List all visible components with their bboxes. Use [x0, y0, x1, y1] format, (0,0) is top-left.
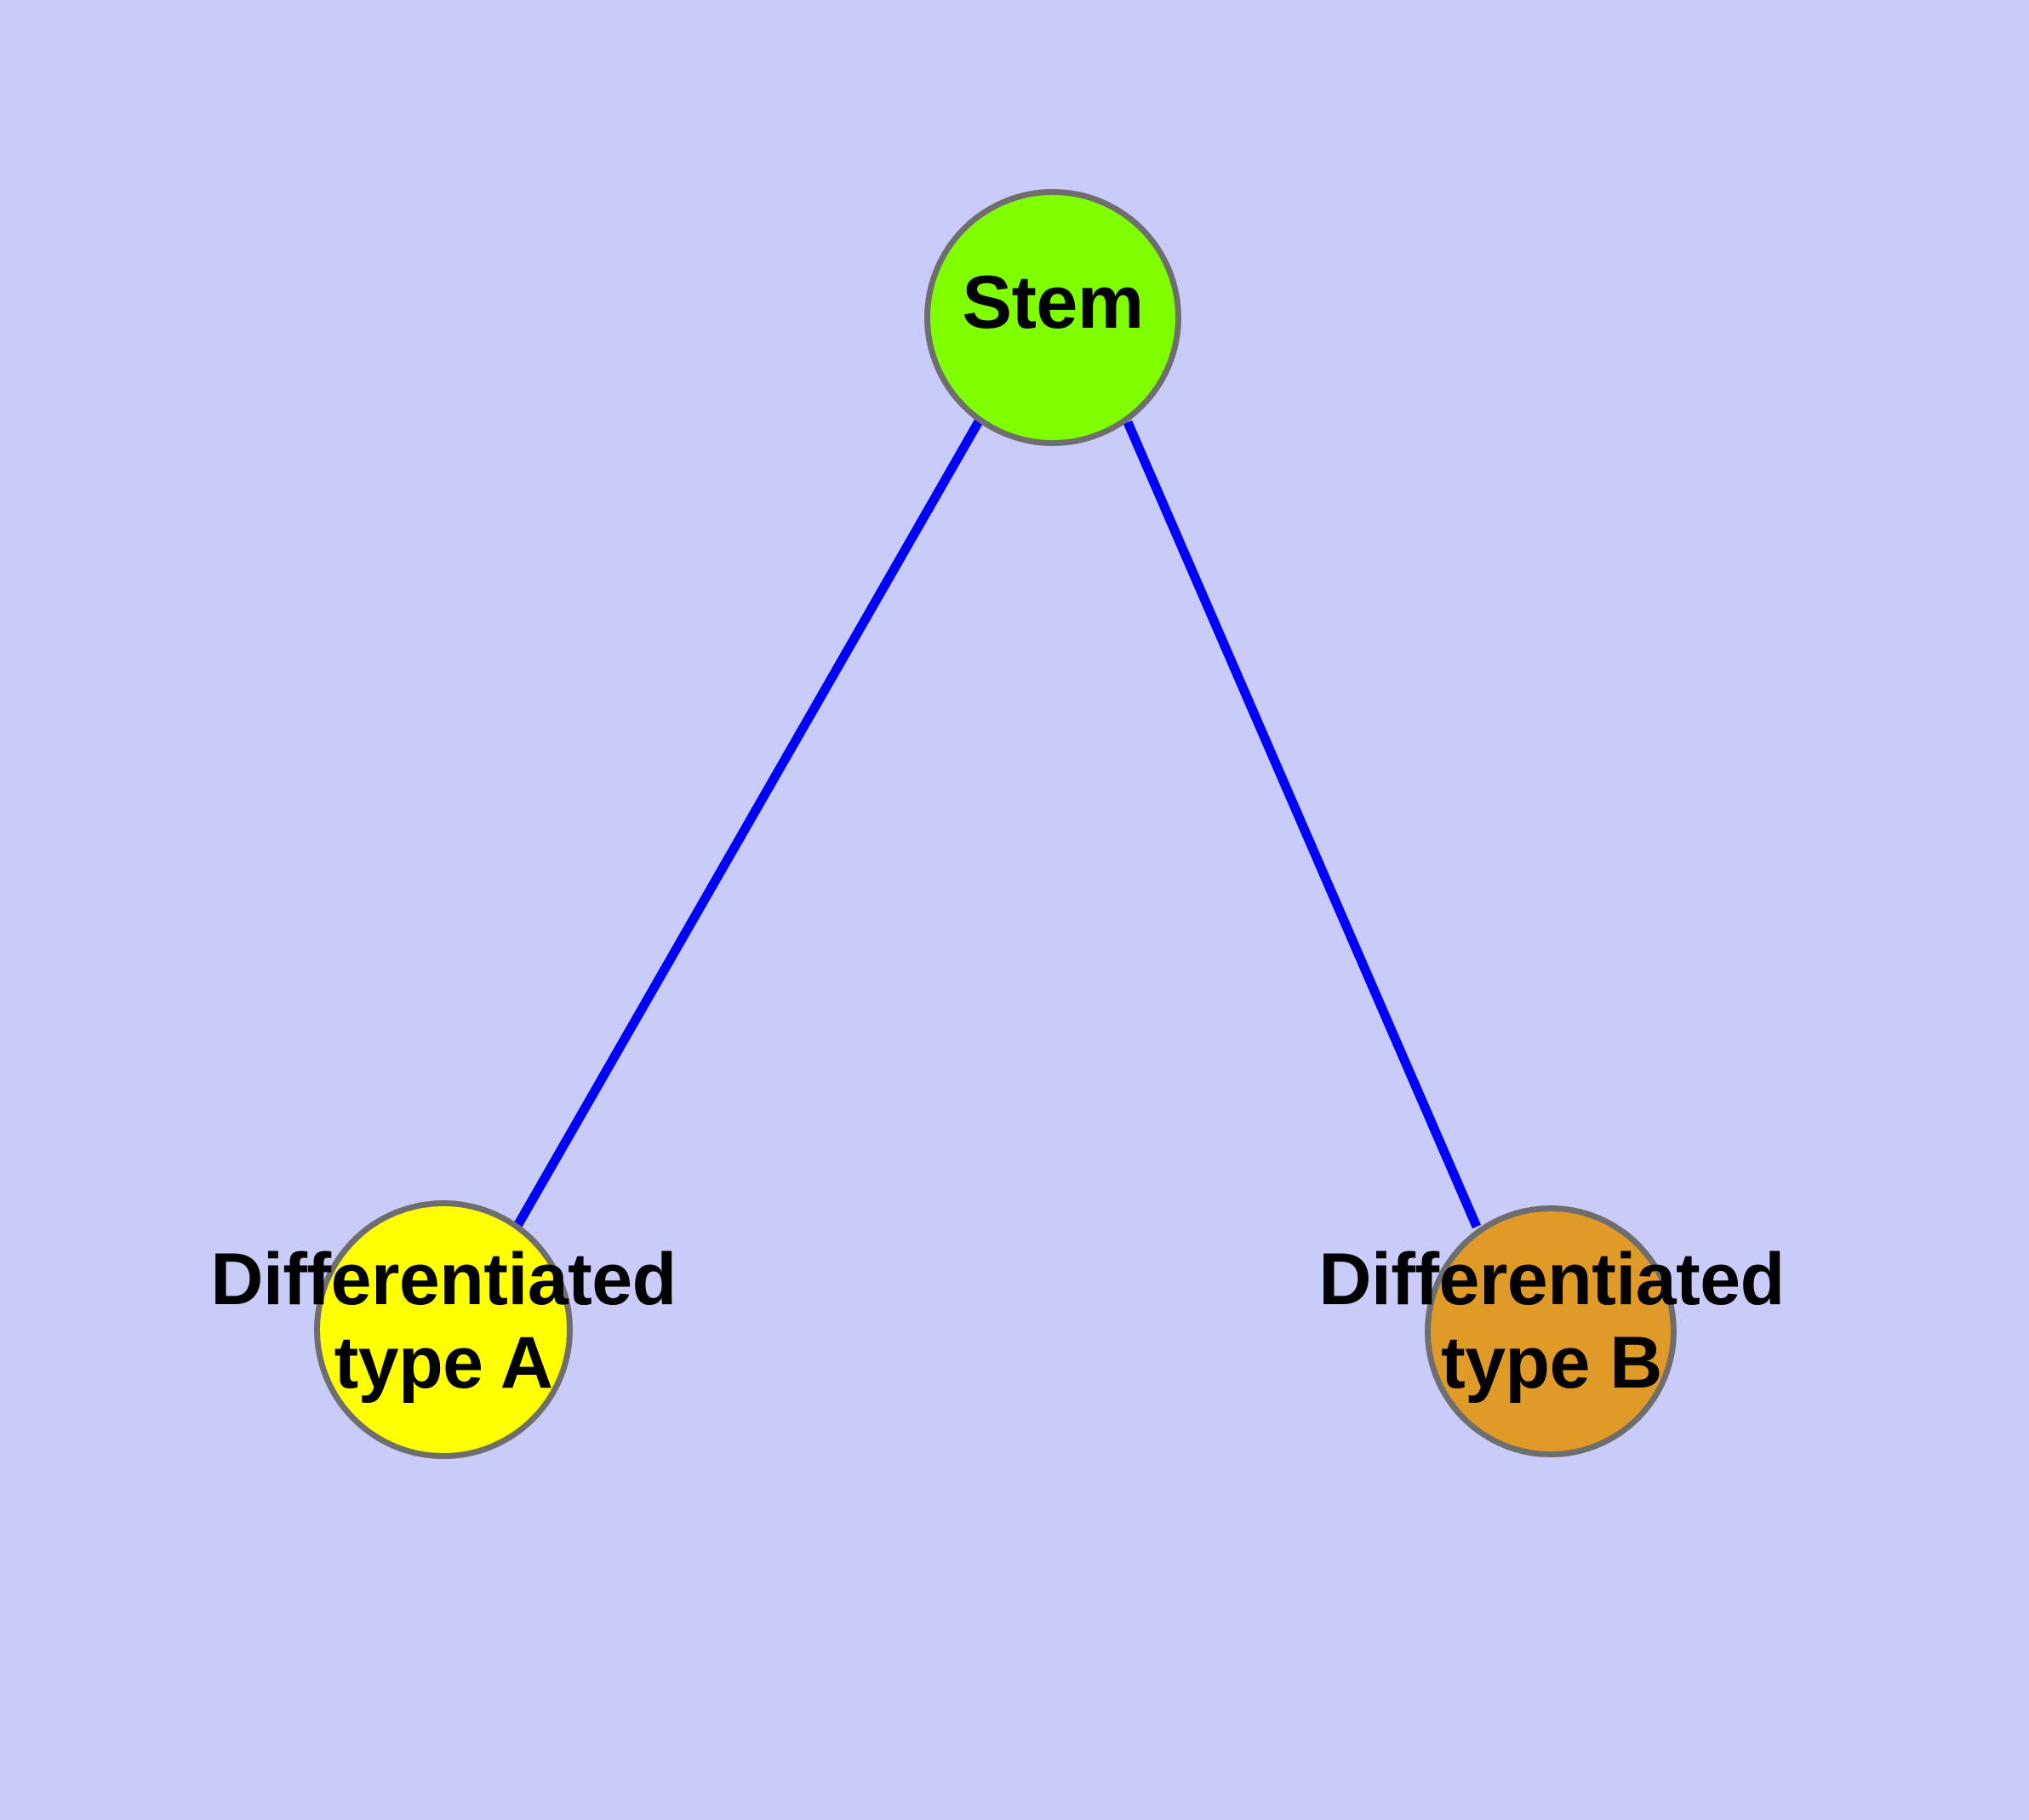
edge-stem-to-diff-b[interactable]: [1123, 420, 1482, 1229]
edge-stem-to-diff-a[interactable]: [513, 419, 983, 1228]
node-differentiated-type-a[interactable]: [314, 1200, 573, 1459]
node-differentiated-type-b[interactable]: [1425, 1205, 1677, 1457]
node-stem[interactable]: [924, 189, 1181, 446]
